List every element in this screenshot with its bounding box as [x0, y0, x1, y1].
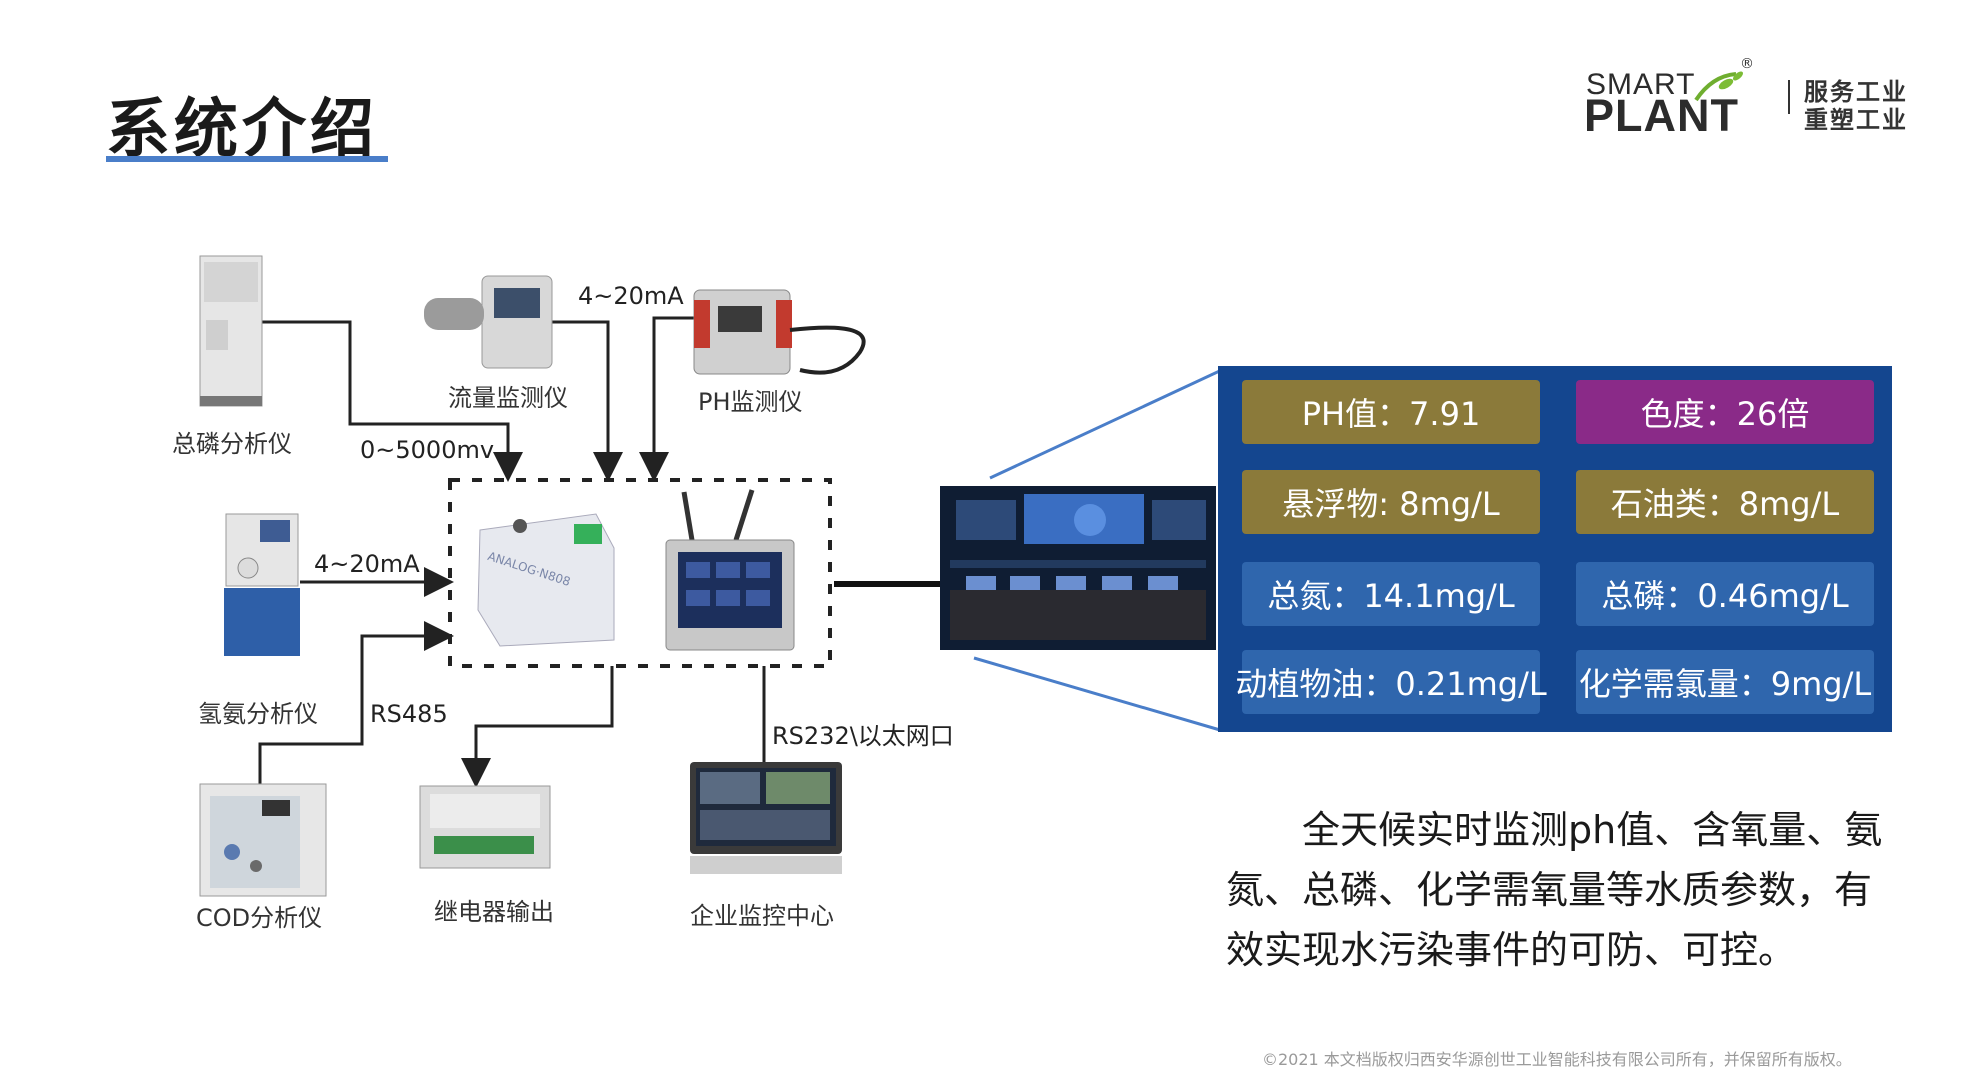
metric-cod: 化学需氯量：9mg/L	[1576, 650, 1874, 714]
flow-ph-signal-label: 4~20mA	[578, 282, 684, 310]
ph-connector	[639, 316, 700, 482]
flow-monitor-label: 流量监测仪	[448, 384, 568, 412]
projection-line-bottom	[973, 656, 1221, 732]
ammonia-signal-label: 4~20mA	[314, 550, 420, 578]
logo-registered-mark: ®	[1740, 56, 1754, 72]
ammonia-analyzer-image	[224, 513, 300, 656]
flow-monitor-image	[424, 275, 553, 369]
logo-separator	[1788, 80, 1790, 114]
metric-total-nitrogen: 总氮：14.1mg/L	[1242, 562, 1540, 626]
ammonia-analyzer-label: 氢氨分析仪	[198, 700, 318, 728]
metric-chroma: 色度：26倍	[1576, 380, 1874, 444]
metric-total-phosphorus: 总磷：0.46mg/L	[1576, 562, 1874, 626]
cod-connector	[258, 621, 454, 784]
logo-leaf-icon	[1694, 71, 1743, 102]
page-title: 系统介绍	[106, 93, 378, 167]
logo-slogan-line2: 重塑工业	[1804, 106, 1908, 134]
projection-line-top	[989, 366, 1227, 480]
phosphorus-signal-label: 0~5000mv	[360, 436, 495, 464]
ph-monitor-image	[693, 289, 866, 375]
description-text: 全天候实时监测ph值、含氧量、氨 氮、总磷、化学需氧量等水质参数，有 效实现水污…	[1226, 800, 1886, 980]
metric-animal-plant-oil: 动植物油：0.21mg/L	[1235, 650, 1547, 714]
gateway-device-image	[477, 513, 615, 647]
phosphorus-connector	[262, 320, 523, 482]
metric-ph: PH值：7.91	[1242, 380, 1540, 444]
metric-petroleum: 石油类：8mg/L	[1576, 470, 1874, 534]
cod-analyzer-image	[199, 783, 327, 897]
cod-signal-label: RS485	[370, 700, 448, 728]
monitoring-center-image	[690, 762, 842, 874]
copyright-footer: ©2021 本文档版权归西安华源创世工业智能科技有限公司所有，并保留所有版权。	[1262, 1050, 1852, 1069]
metrics-panel: PH值：7.91 色度：26倍 悬浮物: 8mg/L 石油类：8mg/L 总氮：…	[1218, 366, 1892, 732]
monitoring-center-label: 企业监控中心	[690, 902, 834, 930]
relay-module-image	[419, 785, 551, 869]
title-underline	[106, 156, 388, 162]
logo-plant-text: PLANT	[1584, 90, 1739, 141]
description-line-1: 全天候实时监测ph值、含氧量、氨	[1302, 808, 1883, 852]
logo-slogan-line1: 服务工业	[1804, 78, 1908, 106]
description-line-2: 氮、总磷、化学需氧量等水质参数，有	[1226, 868, 1873, 912]
description-line-3: 效实现水污染事件的可防、可控。	[1226, 928, 1797, 972]
center-link-label: RS232\以太网口	[772, 722, 954, 750]
touch-panel-image	[665, 489, 795, 651]
ph-monitor-label: PH监测仪	[698, 388, 803, 416]
flow-connector	[550, 320, 623, 482]
cod-analyzer-label: COD分析仪	[196, 904, 323, 932]
metric-suspended-solids: 悬浮物: 8mg/L	[1242, 470, 1540, 534]
relay-connector	[461, 666, 614, 788]
relay-output-label: 继电器输出	[434, 898, 554, 926]
logo-smart-text: SMART	[1586, 68, 1696, 101]
phosphorus-analyzer-image	[199, 255, 263, 407]
phosphorus-analyzer-label: 总磷分析仪	[172, 430, 292, 458]
control-room-image	[940, 486, 1216, 650]
